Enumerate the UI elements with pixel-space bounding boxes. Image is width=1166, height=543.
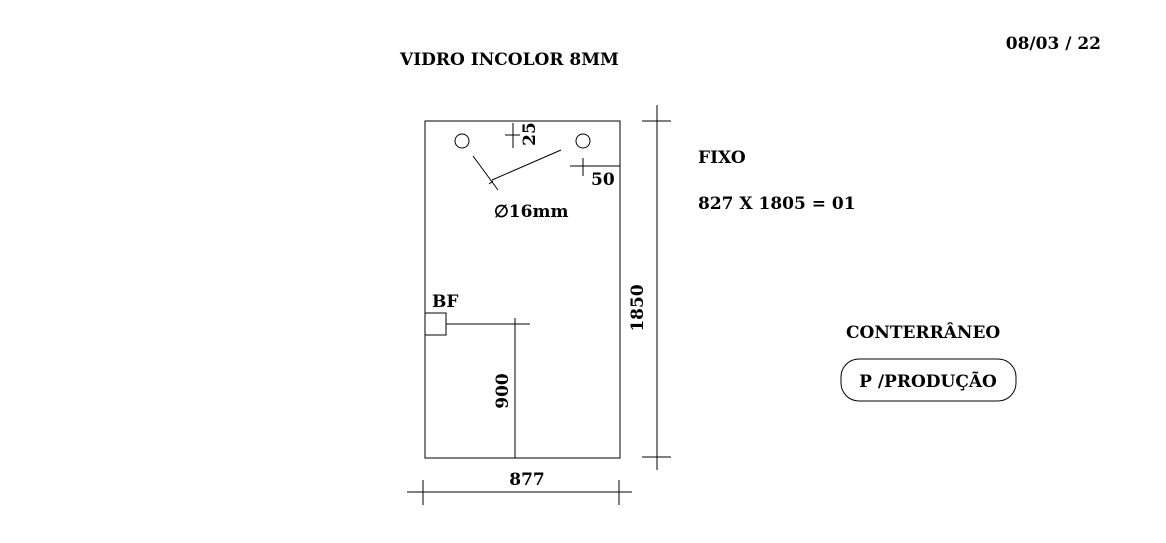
piece-spec-label: 827 X 1805 = 01 [698,194,856,214]
hole-diameter-label: ∅16mm [494,202,568,222]
client-name-label: CONTERRÂNEO [846,322,1000,343]
hole-right [575,133,591,149]
destination-badge [840,358,1017,402]
hole-left [454,133,470,149]
lock-height-label: 900 [493,373,513,409]
page-title: VIDRO INCOLOR 8MM [399,50,619,70]
leader-line-left-hole [472,155,499,191]
height-label: 1850 [628,284,648,331]
hole-top-offset-label: 25 [520,122,540,146]
hole-side-offset-label: 50 [591,170,615,190]
leader-tick-small [488,180,494,185]
date-label: 08/03 / 22 [1006,34,1101,54]
width-label: 877 [509,470,545,490]
lock-label: BF [432,292,458,312]
glass-panel-outline [424,120,621,459]
leader-line-right-hole [491,149,562,181]
piece-type-label: FIXO [698,148,746,168]
lock-box [424,312,447,336]
destination-label: P /PRODUÇÃO [859,370,997,392]
